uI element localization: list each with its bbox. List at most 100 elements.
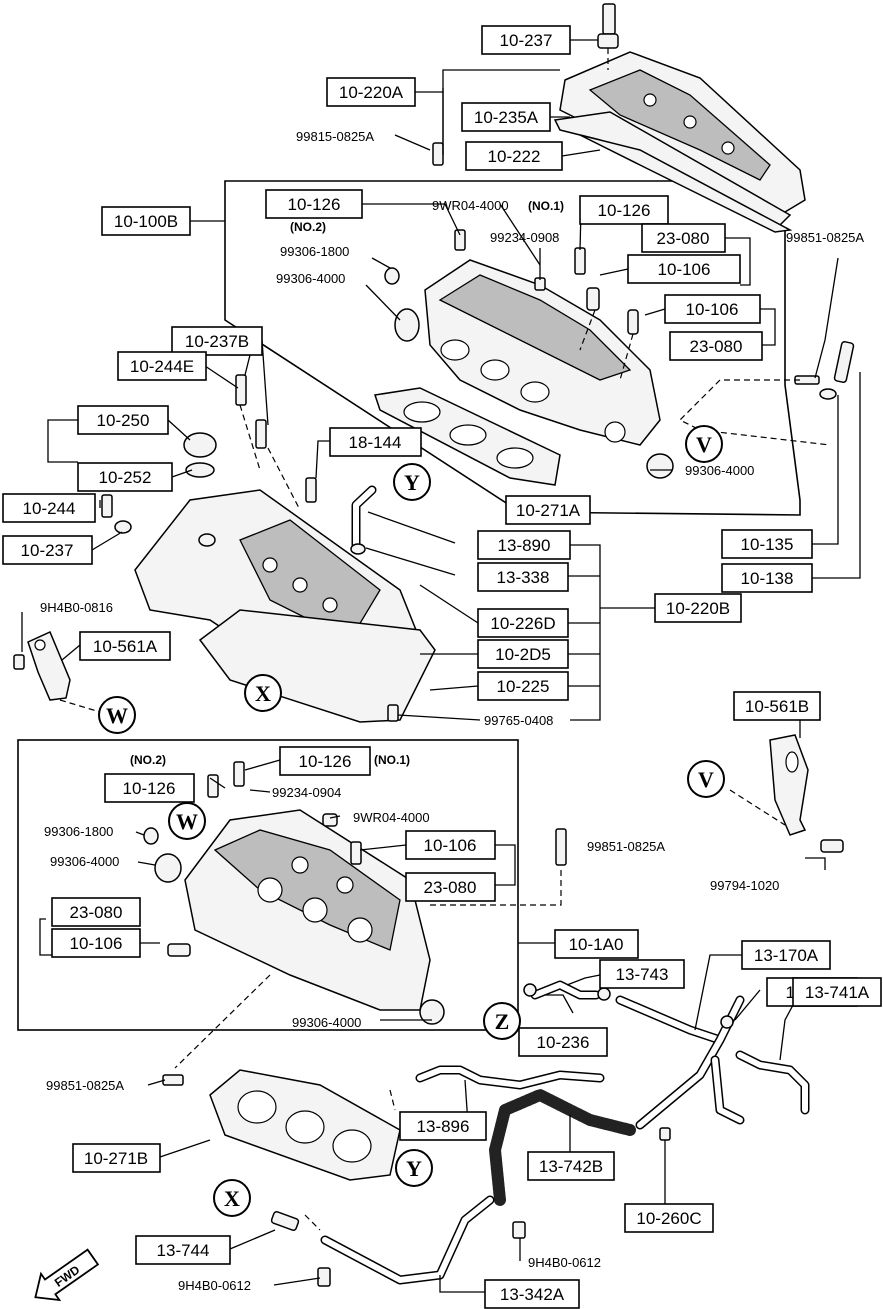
svg-text:10-244E: 10-244E: [130, 357, 194, 376]
callout-10-225: 10-225: [477, 671, 569, 701]
svg-text:V: V: [696, 432, 712, 457]
part-number-9H4B0-0612-b: 9H4B0-0612: [528, 1255, 601, 1270]
callout-10-236-b: 10-236: [518, 1027, 608, 1057]
svg-text:10-126: 10-126: [598, 201, 651, 220]
svg-text:X: X: [224, 1186, 240, 1211]
svg-text:13-170A: 13-170A: [754, 946, 819, 965]
part-number-99306-1800-lh: 99306-1800: [44, 824, 113, 839]
leader-lines: [21, 39, 861, 1293]
plug-99306-1800-a: [384, 267, 400, 285]
callout-10-237-mid: 10-237: [2, 535, 93, 565]
svg-text:10-106: 10-106: [70, 934, 123, 953]
callout-10-244E: 10-244E: [117, 351, 207, 381]
callout-13-743: 13-743: [599, 959, 685, 989]
svg-text:10-235A: 10-235A: [474, 108, 539, 127]
callout-23-080-lh-b: 23-080: [51, 897, 141, 927]
callout-13-741A: 13-741A: [792, 977, 882, 1007]
callout-10-2D5: 10-2D5: [477, 639, 569, 669]
callout-18-144: 18-144: [329, 427, 422, 457]
plug-99306-4000-b: [646, 453, 674, 479]
part-number-99234-0904: 99234-0904: [272, 785, 341, 800]
callout-10-561A: 10-561A: [79, 631, 171, 661]
svg-text:10-237B: 10-237B: [185, 332, 249, 351]
svg-text:13-741A: 13-741A: [805, 983, 870, 1002]
svg-text:10-138: 10-138: [741, 569, 794, 588]
callout-13-338: 13-338: [477, 562, 569, 592]
callout-10-1A0: 10-1A0: [554, 929, 639, 959]
callout-10-100B: 10-100B: [101, 206, 191, 236]
svg-text:13-342A: 13-342A: [500, 1285, 565, 1304]
callout-10-135: 10-135: [721, 529, 813, 559]
svg-text:10-222: 10-222: [488, 147, 541, 166]
svg-text:13-743: 13-743: [616, 965, 669, 984]
cylinder-head-rh: [424, 259, 661, 446]
svg-text:10-561A: 10-561A: [93, 637, 158, 656]
stud-10-135: [833, 340, 855, 384]
svg-text:10-126: 10-126: [288, 195, 341, 214]
head-gasket-lh: [209, 1069, 401, 1181]
svg-text:13-896: 13-896: [417, 1117, 470, 1136]
part-number-99851-0825A-mid: 99851-0825A: [587, 839, 665, 854]
callout-13-742B: 13-742B: [527, 1151, 615, 1181]
svg-text:23-080: 23-080: [690, 337, 743, 356]
marker-y-upper: Y: [393, 463, 431, 501]
svg-text:10-106: 10-106: [658, 260, 711, 279]
no1-note-rh: (NO.1): [528, 199, 564, 213]
marker-v-upper: V: [685, 425, 723, 463]
svg-text:10-236: 10-236: [537, 1033, 590, 1052]
part-number-99306-4000-lh-b: 99306-4000: [292, 1015, 361, 1030]
callout-10-126-rh-no1: 10-126: [579, 195, 669, 225]
callout-13-896: 13-896: [399, 1111, 487, 1141]
svg-text:10-244: 10-244: [23, 499, 76, 518]
svg-text:10-1A0: 10-1A0: [569, 935, 624, 954]
callout-10-561B: 10-561B: [733, 691, 821, 721]
svg-text:Z: Z: [495, 1009, 510, 1034]
svg-text:10-260C: 10-260C: [636, 1209, 701, 1228]
svg-text:10-126: 10-126: [123, 779, 176, 798]
cylinder-head-frame-lower: [17, 739, 519, 1031]
svg-text:10-225: 10-225: [497, 677, 550, 696]
callout-23-080-rh-a: 23-080: [641, 223, 726, 253]
callout-13-890: 13-890: [477, 530, 571, 560]
svg-text:V: V: [698, 767, 714, 792]
svg-text:10-250: 10-250: [97, 411, 150, 430]
callout-10-244: 10-244: [2, 493, 96, 523]
part-number-99765-0408: 99765-0408: [484, 713, 553, 728]
callout-10-237-top: 10-237: [481, 25, 571, 55]
svg-text:10-271A: 10-271A: [516, 501, 581, 520]
bracket-10-561A: [13, 630, 71, 701]
callout-10-126-rh-no2: 10-126: [265, 189, 363, 219]
svg-text:10-126: 10-126: [299, 752, 352, 771]
callout-10-126-lh-no2: 10-126: [104, 773, 195, 803]
svg-text:Y: Y: [406, 1156, 422, 1181]
part-number-99851-0825A-lower: 99851-0825A: [46, 1078, 124, 1093]
part-number-99815-0825A: 99815-0825A: [296, 129, 374, 144]
part-number-9H4B0-0612-a: 9H4B0-0612: [178, 1278, 251, 1293]
marker-v-right: V: [687, 760, 725, 798]
callout-10-222: 10-222: [465, 141, 563, 171]
callout-10-220B: 10-220B: [654, 593, 742, 623]
svg-text:13-744: 13-744: [157, 1241, 210, 1260]
svg-text:10-106: 10-106: [424, 836, 477, 855]
callout-23-080-lh-a: 23-080: [405, 872, 496, 902]
no2-note-lh: (NO.2): [130, 753, 166, 767]
callout-10-106-rh-b: 10-106: [664, 294, 761, 324]
part-number-99306-1800-rh: 99306-1800: [280, 244, 349, 259]
valve-cover-rh: [559, 51, 806, 216]
valve-cover-gasket-rh: [553, 111, 793, 233]
callout-10-106-lh-a: 10-106: [405, 830, 496, 860]
callout-10-235A: 10-235A: [461, 102, 551, 132]
callout-10-271B: 10-271B: [72, 1143, 161, 1173]
svg-text:23-080: 23-080: [424, 878, 477, 897]
svg-text:10-237: 10-237: [500, 31, 553, 50]
cylinder-head-lh: [184, 809, 431, 1011]
part-number-99851-0825A-rh: 99851-0825A: [786, 230, 864, 245]
svg-text:10-561B: 10-561B: [745, 697, 809, 716]
part-number-99306-4000-lh: 99306-4000: [50, 854, 119, 869]
marker-w-lower: W: [168, 802, 206, 840]
svg-text:10-2D5: 10-2D5: [495, 645, 551, 664]
svg-text:23-080: 23-080: [70, 903, 123, 922]
callout-10-271A: 10-271A: [505, 495, 591, 525]
svg-text:18-144: 18-144: [349, 433, 402, 452]
callout-13-744: 13-744: [135, 1235, 231, 1265]
